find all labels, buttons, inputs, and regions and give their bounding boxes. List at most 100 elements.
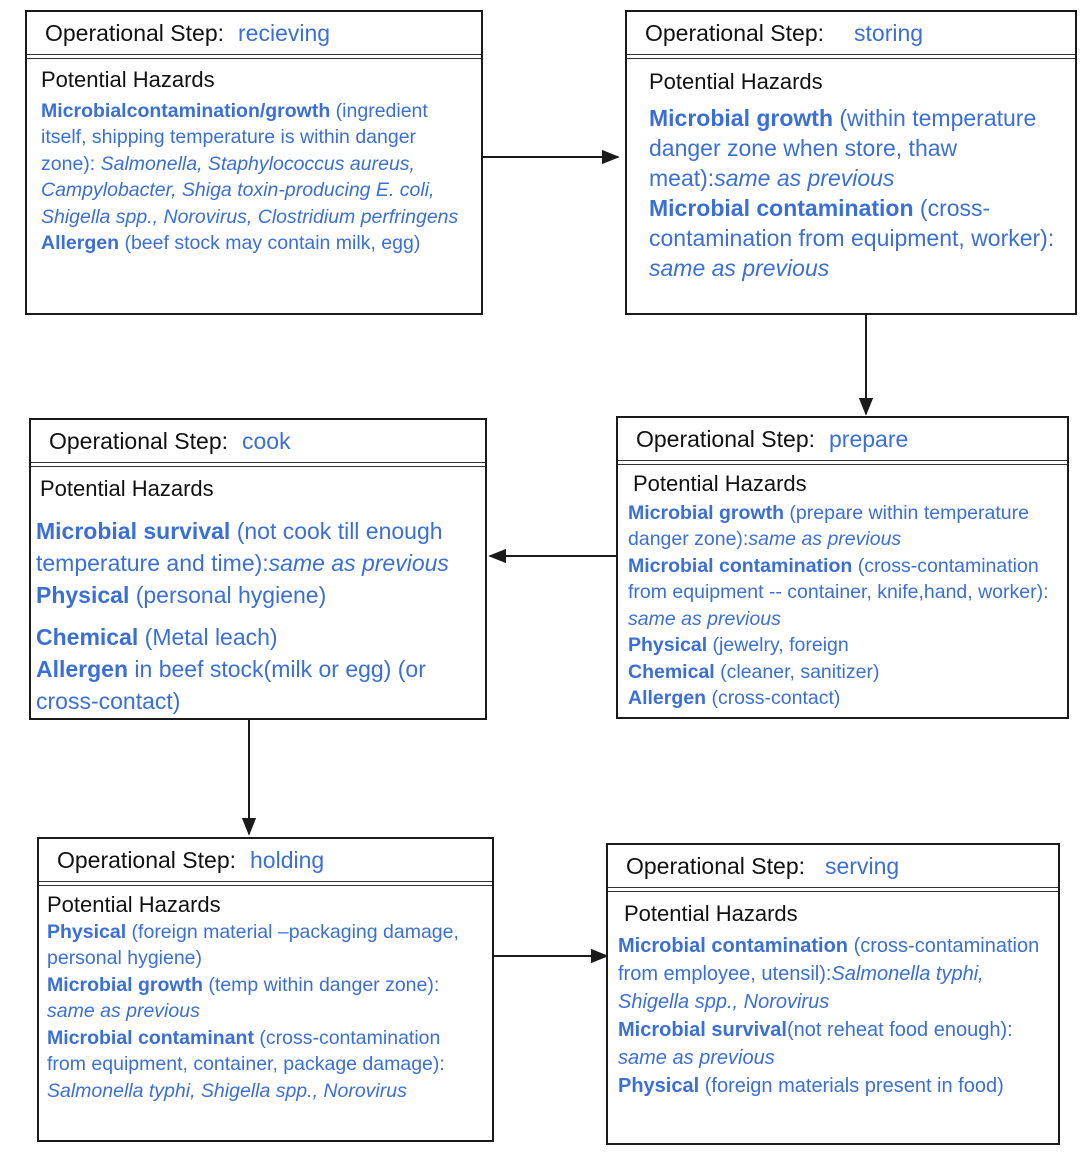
- step-box-storing: Operational Step: storing Potential Hazar…: [625, 10, 1077, 315]
- hazard-detail: in beef stock(milk or egg) (or cross-con…: [36, 656, 426, 714]
- hazard-item: Allergen in beef stock(milk or egg) (or …: [36, 653, 475, 717]
- hazard-item: Microbial contamination (cross-contamina…: [628, 553, 1063, 633]
- step-box-prepare: Operational Step:prepare Potential Hazar…: [616, 416, 1069, 719]
- step-header: Operational Step: recieving: [27, 12, 481, 59]
- hazard-list: Microbial growth (prepare within tempera…: [628, 500, 1063, 712]
- hazard-detail: (cross-contact): [706, 687, 841, 709]
- hazard-type: Microbial growth: [628, 501, 784, 524]
- step-label: Operational Step:: [49, 428, 229, 454]
- hazard-type: Microbial growth: [649, 105, 833, 131]
- step-name: storing: [854, 20, 924, 46]
- hazards-title: Potential Hazards: [649, 69, 823, 94]
- hazard-type: Microbial growth: [47, 973, 203, 996]
- hazard-detail: (within temperature danger zone when sto…: [649, 105, 1037, 191]
- step-name: recieving: [238, 20, 331, 46]
- hazard-detail: (cross-contamination from equipment -- c…: [628, 554, 1049, 604]
- hazard-list: Microbialcontamination/growth (ingredien…: [41, 98, 471, 257]
- hazard-type: Allergen: [36, 656, 129, 682]
- step-label: Operational Step:: [57, 847, 237, 873]
- step-name: prepare: [829, 426, 909, 452]
- hazard-type: Microbial survival: [618, 1019, 787, 1041]
- hazard-list: Physical (foreign material –packaging da…: [47, 919, 482, 1105]
- step-header: Operational Step: storing: [627, 12, 1075, 59]
- hazard-detail: (not cook till enough temperature and ti…: [36, 518, 443, 576]
- hazard-type: Physical: [618, 1075, 700, 1097]
- hazard-organisms: same as previous: [649, 255, 830, 281]
- step-header: Operational Step: serving: [608, 845, 1058, 892]
- hazard-item: Microbial survival(not reheat food enoug…: [618, 1016, 1048, 1072]
- hazard-type: Microbialcontamination/growth: [41, 99, 331, 122]
- step-box-recieving: Operational Step: recieving Potential Haz…: [25, 10, 483, 315]
- hazard-organisms: same as previous: [628, 607, 781, 630]
- hazard-organisms: same as previous: [748, 528, 902, 550]
- hazard-item: Microbial contaminant (cross-contaminati…: [47, 1025, 482, 1105]
- hazard-organisms: Salmonella typhi, Shigella spp., Norovir…: [47, 1079, 407, 1102]
- hazards-title: Potential Hazards: [624, 901, 798, 926]
- hazard-item: Microbialcontamination/growth (ingredien…: [41, 98, 471, 231]
- hazard-item: Allergen (cross-contact): [628, 685, 1063, 712]
- hazards-title: Potential Hazards: [40, 476, 214, 501]
- hazard-detail: (jewelry, foreign: [707, 634, 849, 656]
- step-label: Operational Step:: [626, 853, 806, 879]
- step-header: Operational Step: prepare: [618, 418, 1067, 465]
- hazard-detail: (not reheat food enough):: [786, 1019, 1013, 1041]
- step-header: Operational Step: holding: [39, 839, 492, 886]
- step-box-serving: Operational Step: serving Potential Hazar…: [606, 843, 1060, 1145]
- hazard-item: Physical (personal hygiene): [36, 579, 475, 611]
- hazard-detail: (cross-contamination from employee, uten…: [618, 935, 1040, 985]
- hazard-detail: (beef stock may contain milk, egg): [119, 232, 421, 254]
- hazard-item: Physical (foreign material –packaging da…: [47, 919, 482, 972]
- hazard-type: Physical: [628, 634, 708, 656]
- hazard-type: Microbial contamination: [628, 554, 853, 577]
- hazards-title: Potential Hazards: [47, 892, 221, 917]
- hazard-detail: (foreign materials present in food): [699, 1075, 1004, 1097]
- hazard-type: Microbial contamination: [618, 935, 849, 957]
- hazard-detail: (prepare within temperature danger zone)…: [628, 501, 1029, 551]
- hazard-detail: (temp within danger zone):: [203, 973, 440, 996]
- hazard-detail: (cross-contamination from equipment, con…: [47, 1026, 445, 1076]
- hazard-type: Chemical: [36, 624, 139, 650]
- hazard-item: Chemical (cleaner, sanitizer): [628, 659, 1063, 686]
- hazard-organisms: same as previous: [714, 165, 895, 191]
- step-box-holding: Operational Step: holding Potential Hazar…: [37, 837, 494, 1142]
- hazard-type: Allergen: [41, 232, 120, 254]
- step-box-cook: Operational Step:cook Potential Hazards …: [29, 418, 487, 720]
- hazard-list: Microbial survival (not cook till enough…: [36, 515, 475, 717]
- hazard-item: Microbial contamination (cross-contamina…: [618, 932, 1048, 1016]
- step-label: Operational Step:: [645, 20, 825, 46]
- hazard-type: Chemical: [628, 660, 715, 683]
- hazard-item: Chemical (Metal leach): [36, 621, 475, 653]
- step-name: serving: [825, 853, 900, 879]
- step-header: Operational Step: cook: [31, 420, 485, 467]
- hazard-item: Microbial growth (temp within danger zon…: [47, 972, 482, 1025]
- hazard-type: Physical: [36, 582, 130, 608]
- hazard-type: Physical: [47, 920, 127, 943]
- hazard-item: Microbial growth (within temperature dan…: [649, 103, 1065, 193]
- hazard-type: Microbial contamination: [649, 195, 914, 221]
- hazard-list: Microbial growth (within temperature dan…: [649, 103, 1065, 283]
- hazard-item: Microbial growth (prepare within tempera…: [628, 500, 1063, 553]
- step-name: holding: [250, 847, 325, 873]
- hazard-item: Microbial survival (not cook till enough…: [36, 515, 475, 579]
- hazard-item: Allergen (beef stock may contain milk, e…: [41, 230, 471, 257]
- hazard-detail: (ingredient itself, shipping temperature…: [41, 99, 428, 175]
- step-label: Operational Step:: [45, 20, 225, 46]
- hazard-organisms: same as previous: [618, 1047, 775, 1069]
- hazard-item: Microbial contamination (cross-contamina…: [649, 193, 1065, 283]
- hazard-type: Allergen: [628, 687, 707, 709]
- hazard-organisms: Salmonella typhi, Shigella spp., Norovir…: [618, 963, 984, 1013]
- hazard-item: Physical (jewelry, foreign: [628, 632, 1063, 659]
- step-name: cook: [242, 428, 291, 454]
- hazard-detail: (cross-contamination from equipment, wor…: [649, 195, 1055, 251]
- step-label: Operational Step:: [636, 426, 816, 452]
- hazard-detail: (Metal leach): [138, 624, 278, 650]
- hazard-type: Microbial survival: [36, 518, 231, 544]
- hazard-item: Physical (foreign materials present in f…: [618, 1072, 1048, 1100]
- hazard-detail: (cleaner, sanitizer): [714, 660, 880, 683]
- hazard-organisms: same as previous: [268, 550, 449, 576]
- hazard-organisms: Salmonella, Staphylococcus aureus, Campy…: [41, 152, 459, 228]
- hazard-detail: (personal hygiene): [129, 582, 327, 608]
- hazard-organisms: same as previous: [47, 1000, 200, 1022]
- hazards-title: Potential Hazards: [41, 67, 215, 92]
